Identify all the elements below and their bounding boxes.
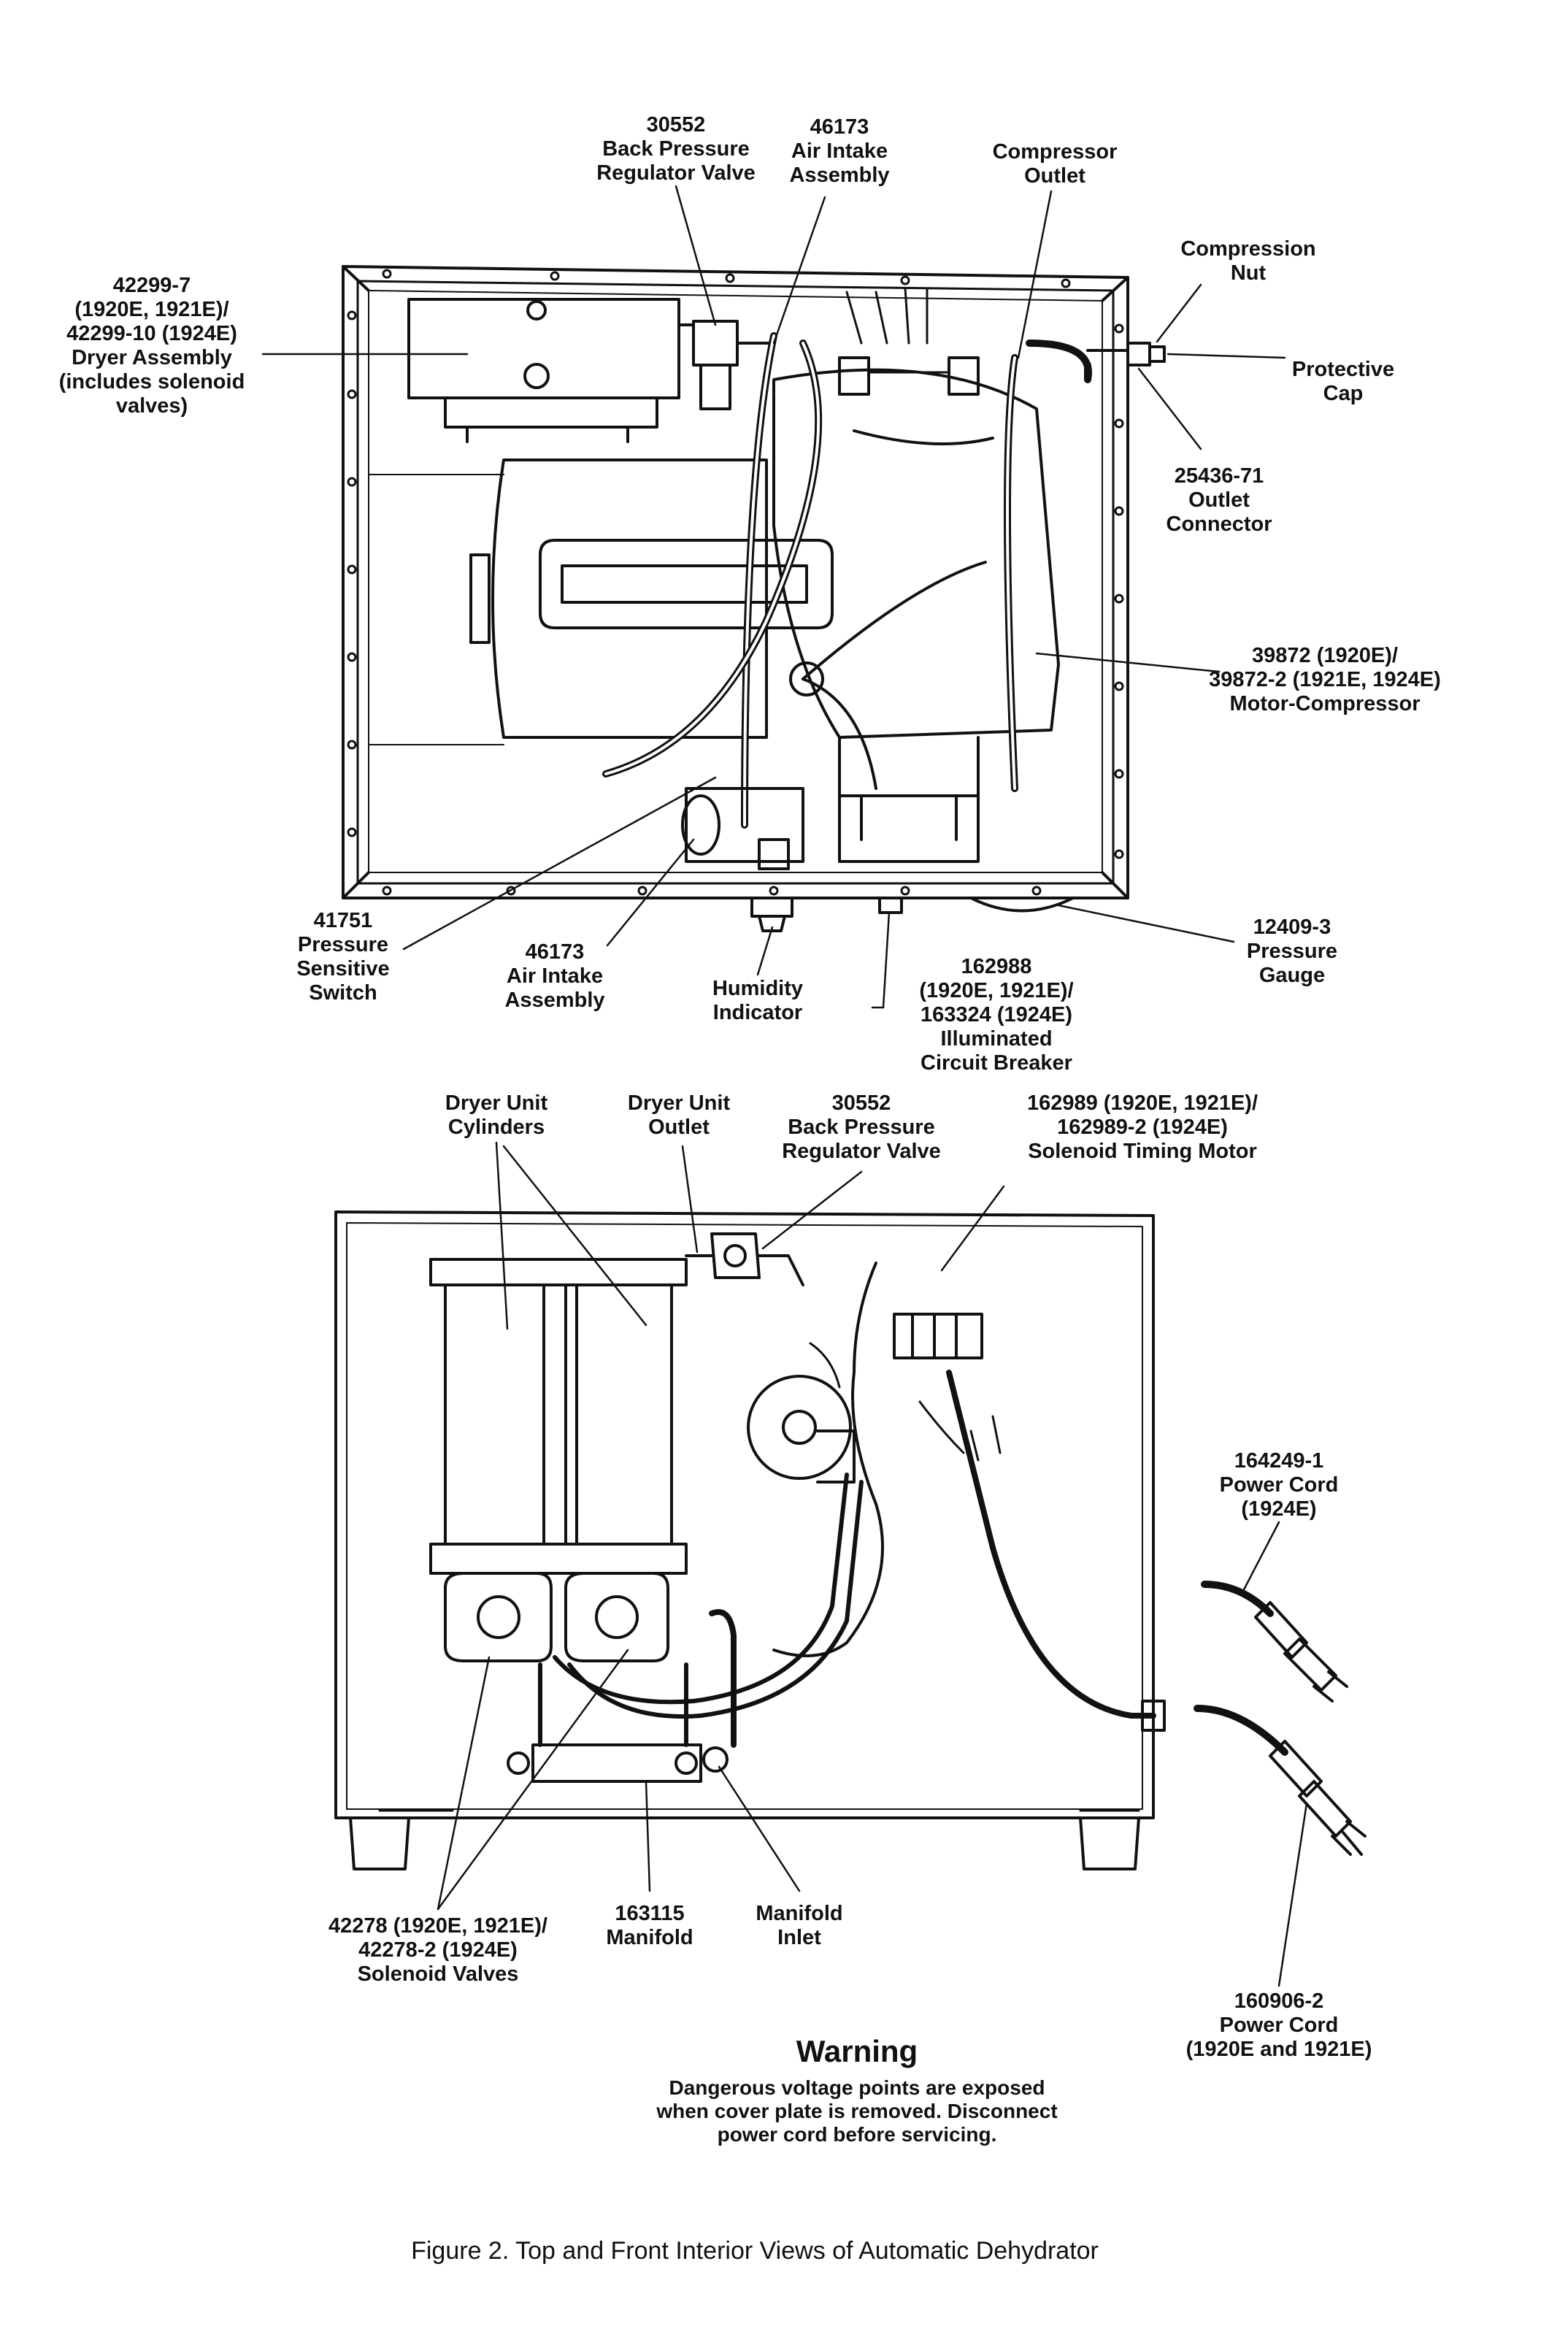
warning-text: Dangerous voltage points are exposed whe… <box>656 2076 1057 2146</box>
label-line: 39872 (1920E)/ <box>1252 644 1398 667</box>
label-line: Circuit Breaker <box>921 1051 1072 1075</box>
label-line: 162989 (1920E, 1921E)/ <box>1026 1091 1258 1115</box>
label-line: Assembly <box>504 989 605 1012</box>
figure-caption: Figure 2. Top and Front Interior Views o… <box>411 2237 1099 2265</box>
label-line: 42299-7 <box>112 274 191 297</box>
top-view-drawing <box>342 265 1166 932</box>
label-line: 162989-2 (1924E) <box>1057 1116 1228 1139</box>
label-line: Inlet <box>777 1926 821 1949</box>
label-outlet-connector: 25436-71 Outlet Connector <box>1167 464 1272 537</box>
label-line: Air Intake <box>506 964 604 988</box>
label-line: (includes solenoid <box>58 370 245 394</box>
label-line: 163115 <box>615 1902 685 1925</box>
label-manifold-inlet: Manifold Inlet <box>756 1902 842 1950</box>
label-line: Compression <box>1180 237 1316 261</box>
label-line: Sensitive <box>296 957 390 980</box>
top-view-leaders <box>261 185 1286 1009</box>
label-pressure-switch: 41751 Pressure Sensitive Switch <box>296 909 389 1005</box>
label-line: 25436-71 <box>1174 464 1264 488</box>
label-line: Protective <box>1291 358 1395 381</box>
label-line: Manifold <box>756 1902 843 1925</box>
label-regulator-valve-top: 30552 Back Pressure Regulator Valve <box>596 113 756 185</box>
label-manifold: 163115 Manifold <box>606 1902 693 1950</box>
label-line: Indicator <box>712 1001 803 1024</box>
label-line: 42278 (1920E, 1921E)/ <box>328 1914 547 1938</box>
label-power-cord-1920: 160906-2 Power Cord (1920E and 1921E) <box>1186 1989 1372 2062</box>
label-line: Switch <box>309 981 377 1005</box>
label-timing-motor: 162989 (1920E, 1921E)/ 162989-2 (1924E) … <box>1027 1091 1258 1164</box>
label-line: Outlet <box>1024 164 1085 188</box>
label-line: 41751 <box>313 909 373 932</box>
front-view-drawing <box>334 1210 1166 1870</box>
label-line: 163324 (1924E) <box>920 1003 1072 1026</box>
label-line: Dryer Unit <box>445 1091 548 1115</box>
label-line: (1920E, 1921E)/ <box>74 298 229 321</box>
label-circuit-breaker: 162988 (1920E, 1921E)/ 163324 (1924E) Il… <box>919 955 1073 1075</box>
label-line: Outlet <box>648 1116 710 1139</box>
label-power-cord-1924: 164249-1 Power Cord (1924E) <box>1220 1449 1339 1521</box>
warning-title: Warning <box>796 2034 918 2068</box>
label-line: 162988 <box>961 955 1032 978</box>
label-line: 42278-2 (1924E) <box>358 1938 518 1962</box>
label-line: Pressure <box>1246 940 1338 963</box>
label-line: Back Pressure <box>602 137 750 161</box>
warning-line: Dangerous voltage points are exposed <box>669 2076 1045 2099</box>
label-line: Back Pressure <box>788 1116 935 1139</box>
label-line: Regulator Valve <box>782 1140 941 1163</box>
label-line: Power Cord <box>1219 1473 1339 1497</box>
label-line: Manifold <box>606 1926 693 1949</box>
label-line: Connector <box>1166 513 1272 536</box>
label-line: 46173 <box>810 115 869 139</box>
label-line: 12409-3 <box>1253 916 1331 939</box>
label-pressure-gauge: 12409-3 Pressure Gauge <box>1247 916 1337 988</box>
label-line: (1920E, 1921E)/ <box>919 979 1074 1002</box>
label-line: Outlet <box>1188 488 1250 512</box>
label-line: Motor-Compressor <box>1229 692 1421 715</box>
label-line: Solenoid Timing Motor <box>1028 1140 1257 1163</box>
label-line: 160906-2 <box>1234 1989 1324 2013</box>
label-line: Assembly <box>789 164 890 187</box>
label-air-intake-top: 46173 Air Intake Assembly <box>789 115 889 188</box>
label-line: Cap <box>1323 382 1364 405</box>
label-motor-compressor: 39872 (1920E)/ 39872-2 (1921E, 1924E) Mo… <box>1209 644 1441 716</box>
label-compression-nut: Compression Nut <box>1180 237 1315 285</box>
label-line: Solenoid Valves <box>357 1962 519 1986</box>
warning-line: power cord before servicing. <box>717 2123 997 2146</box>
label-line: 39872-2 (1921E, 1924E) <box>1209 668 1441 691</box>
label-line: Cylinders <box>447 1116 545 1139</box>
label-dryer-assembly: 42299-7 (1920E, 1921E)/ 42299-10 (1924E)… <box>59 274 245 418</box>
label-dryer-cylinders: Dryer Unit Cylinders <box>445 1091 547 1140</box>
label-line: valves) <box>115 394 188 418</box>
label-line: 46173 <box>525 940 585 964</box>
label-line: 30552 <box>646 113 706 137</box>
label-regulator-valve-front: 30552 Back Pressure Regulator Valve <box>782 1091 941 1164</box>
label-line: Nut <box>1230 261 1267 285</box>
label-humidity-indicator: Humidity Indicator <box>712 977 803 1025</box>
power-cords-drawing <box>1194 1581 1367 1856</box>
label-dryer-outlet: Dryer Unit Outlet <box>628 1091 730 1140</box>
label-line: 164249-1 <box>1234 1449 1324 1473</box>
label-air-intake-bottom: 46173 Air Intake Assembly <box>504 940 604 1013</box>
label-line: Humidity <box>712 977 804 1000</box>
label-line: Air Intake <box>791 139 888 163</box>
front-view-leaders <box>437 1141 1308 1987</box>
label-protective-cap: Protective Cap <box>1292 358 1394 406</box>
label-compressor-outlet: Compressor Outlet <box>993 140 1118 188</box>
label-line: Illuminated <box>940 1027 1053 1051</box>
label-line: (1920E and 1921E) <box>1185 2038 1372 2061</box>
label-solenoid-valves: 42278 (1920E, 1921E)/ 42278-2 (1924E) So… <box>328 1914 547 1987</box>
warning-line: when cover plate is removed. Disconnect <box>656 2100 1058 2122</box>
label-line: Dryer Unit <box>627 1091 731 1115</box>
label-line: 42299-10 (1924E) <box>66 322 237 345</box>
label-line: Regulator Valve <box>596 161 756 185</box>
label-line: Dryer Assembly <box>72 346 232 369</box>
label-line: Power Cord <box>1219 2014 1339 2037</box>
label-line: Compressor <box>992 140 1118 164</box>
label-line: Gauge <box>1258 964 1326 987</box>
label-line: 30552 <box>831 1091 891 1115</box>
label-line: Pressure <box>297 933 389 956</box>
label-line: (1924E) <box>1241 1497 1317 1521</box>
